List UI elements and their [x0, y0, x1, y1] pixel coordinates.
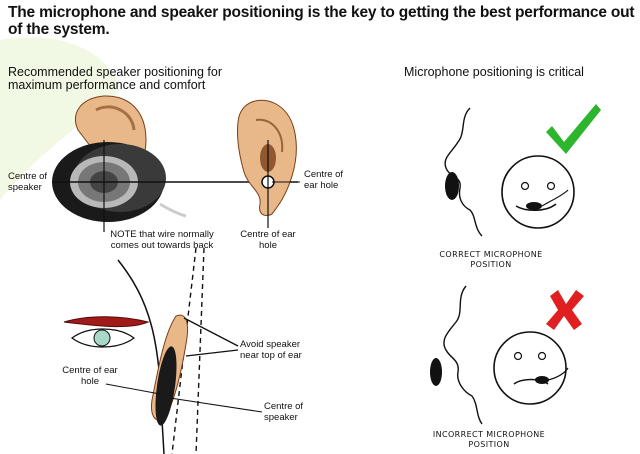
- label-centre-of-speaker: Centre of speaker: [8, 171, 48, 193]
- label-centre-of-speaker-low: Centre of speaker: [264, 401, 304, 423]
- label-wire-note: NOTE that wire normally comes out toward…: [110, 229, 214, 251]
- headline: The microphone and speaker positioning i…: [8, 4, 635, 38]
- speaker-side-view: [155, 346, 177, 426]
- check-icon: [546, 104, 601, 154]
- caption-incorrect-mic: INCORRECT MICROPHONE POSITION: [432, 430, 546, 449]
- right-ear-illustration: [237, 99, 297, 217]
- cross-icon: [546, 290, 584, 330]
- avoid-leader-2: [185, 349, 239, 357]
- side-profile-illustration: [63, 247, 205, 454]
- correct-profile: [444, 107, 483, 237]
- ear-hole-low-leader: [105, 383, 161, 395]
- speaker-low-leader: [169, 397, 263, 413]
- label-avoid-speaker: Avoid speaker near top of ear: [240, 339, 302, 361]
- iris: [93, 329, 111, 347]
- caption-correct-mic: CORRECT MICROPHONE POSITION: [439, 250, 543, 269]
- mic-correct: [526, 202, 542, 210]
- correct-face: [501, 155, 575, 229]
- label-centre-of-ear-hole-low: Centre of ear hole: [62, 365, 118, 387]
- label-centre-of-ear-hole-right: Centre of ear hole: [304, 169, 344, 191]
- right-panel-heading: Microphone positioning is critical: [404, 65, 584, 79]
- incorrect-face: [493, 331, 569, 405]
- speaker-device: [52, 142, 187, 222]
- incorrect-profile: [430, 285, 483, 425]
- label-centre-of-ear-hole-mid: Centre of ear hole: [240, 229, 296, 251]
- mic-incorrect: [535, 376, 549, 384]
- avoid-leader-1: [183, 317, 239, 347]
- background-leaf-shape: [0, 37, 120, 200]
- left-panel-heading: Recommended speaker positioning for maxi…: [8, 65, 223, 92]
